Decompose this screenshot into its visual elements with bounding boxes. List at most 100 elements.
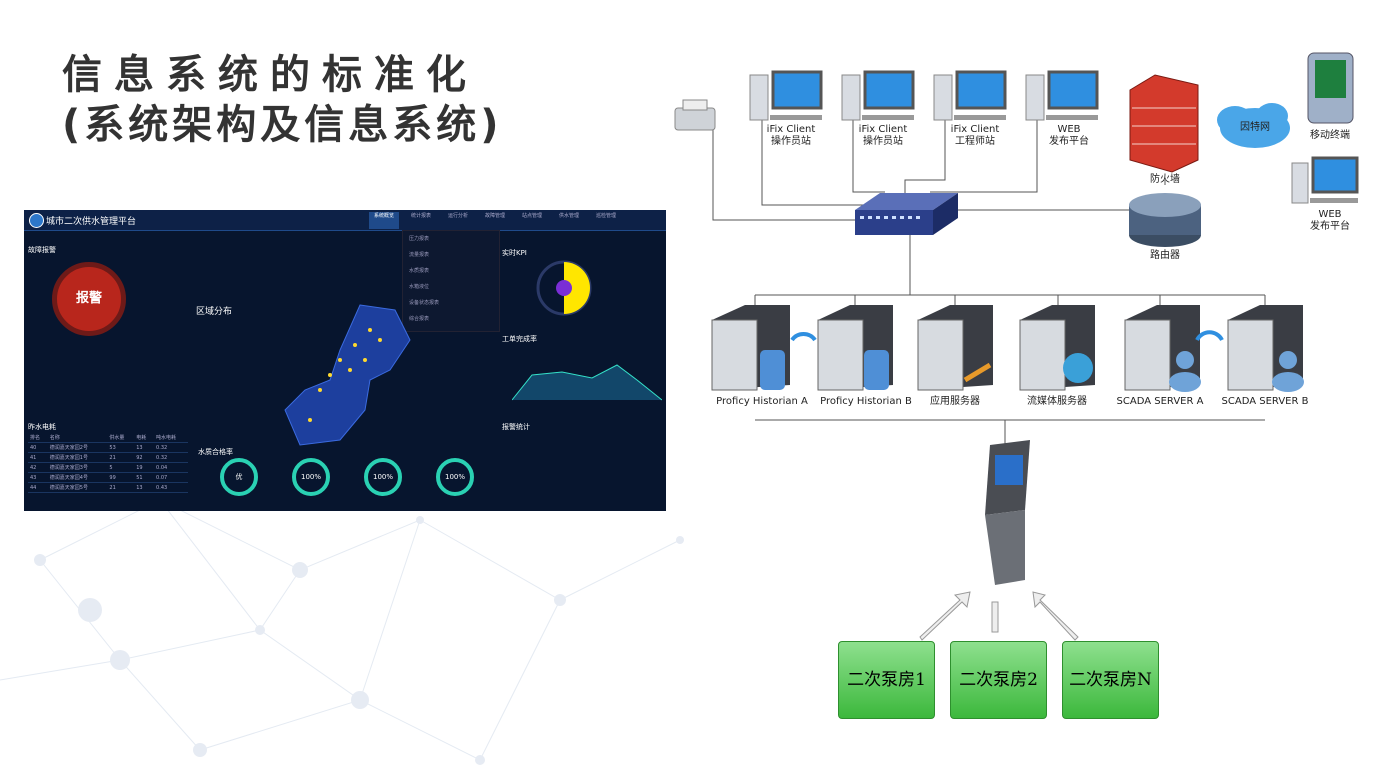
- workstation-icon: [1025, 70, 1099, 121]
- server-icon: [917, 305, 993, 391]
- table-cell: 5: [107, 462, 135, 473]
- nav-system-overview[interactable]: 系统概览: [369, 212, 399, 229]
- table-header-cell: 吨水电耗: [154, 433, 188, 443]
- dropdown-item[interactable]: 设备状态报表: [409, 300, 440, 306]
- dashboard-screenshot: 城市二次供水管理平台 系统概览 统计报表 运行分析 故障管理 站点管理 供水管理…: [24, 210, 666, 511]
- dashboard-app-title: 城市二次供水管理平台: [46, 217, 137, 227]
- nav-inspection[interactable]: 巡检管理: [595, 213, 616, 219]
- table-header-row: 排名 名称 供水量 电耗 吨水电耗: [28, 433, 188, 443]
- table-cell: 0.32: [154, 442, 188, 453]
- alarm-indicator[interactable]: 报警: [52, 262, 126, 336]
- server-icon: [1019, 305, 1095, 391]
- link-arrows: [919, 591, 1079, 641]
- nav-water-supply[interactable]: 供水管理: [558, 213, 579, 219]
- server-label: SCADA SERVER A: [1116, 396, 1204, 407]
- nav-statistics-report[interactable]: 统计报表: [410, 213, 431, 219]
- table-cell: 13: [134, 442, 155, 453]
- table-cell: 德润嘉天家园3号: [47, 462, 108, 473]
- network-switch-icon: [855, 193, 958, 235]
- kiosk-terminal-icon: [985, 440, 1030, 585]
- kpi-title: 实时KPI: [502, 249, 527, 257]
- table-header-cell: 排名: [28, 433, 48, 443]
- printer-icon: [674, 99, 716, 131]
- nav-site-management[interactable]: 站点管理: [521, 213, 542, 219]
- table-cell: 德润嘉天家园2号: [47, 442, 108, 453]
- client-label: iFix Client 操作员站: [838, 124, 928, 148]
- table-cell: 21: [107, 482, 135, 493]
- web-platform-label: WEB 发布平台: [1285, 209, 1375, 233]
- internet-label: 因特网: [1240, 122, 1270, 133]
- nav-operation-analysis[interactable]: 运行分析: [447, 213, 468, 219]
- dropdown-item[interactable]: 综合报表: [409, 316, 430, 322]
- platform-logo-icon: [29, 213, 44, 228]
- region-map: [284, 304, 411, 446]
- quality-ring: 优: [220, 458, 258, 496]
- server-icon: [1124, 305, 1201, 392]
- table-row[interactable]: 41 德润嘉天家园1号 21 92 0.32: [28, 452, 188, 463]
- firewall-icon: [1129, 74, 1199, 173]
- table-row[interactable]: 43 德润嘉天家园4号 99 51 0.07: [28, 472, 188, 483]
- table-cell: 99: [107, 472, 135, 483]
- server-icon: [1227, 305, 1304, 392]
- internet-cloud-icon: [1217, 103, 1290, 148]
- table-row[interactable]: 44 德润嘉天家园5号 21 13 0.43: [28, 482, 188, 493]
- energy-table: 排名 名称 供水量 电耗 吨水电耗 40 德润嘉天家园2号 53 13 0.32…: [28, 433, 188, 493]
- table-row[interactable]: 40 德润嘉天家园2号 53 13 0.32: [28, 442, 188, 453]
- web-label-line1: WEB: [1318, 209, 1342, 220]
- table-header-cell: 电耗: [134, 433, 155, 443]
- table-cell: 德润嘉天家园1号: [47, 452, 108, 463]
- table-cell: 40: [28, 442, 48, 453]
- server-label: Proficy Historian B: [820, 396, 912, 407]
- page-title: 信息系统的标准化 (系统架构及信息系统): [62, 50, 503, 150]
- table-cell: 44: [28, 482, 48, 493]
- table-cell: 41: [28, 452, 48, 463]
- table-header-cell: 名称: [47, 433, 108, 443]
- pump-room-box[interactable]: 二次泵房2: [950, 641, 1047, 719]
- client-label-line2: 操作员站: [863, 136, 903, 147]
- firewall-label: 防火墙: [1150, 174, 1180, 185]
- nav-fault-management[interactable]: 故障管理: [484, 213, 505, 219]
- client-label-line1: iFix Client: [950, 124, 1000, 135]
- client-label-line1: iFix Client: [858, 124, 908, 135]
- table-cell: 德润嘉天家园5号: [47, 482, 108, 493]
- table-cell: 0.07: [154, 472, 188, 483]
- client-label: WEB 发布平台: [1024, 124, 1114, 148]
- table-cell: 53: [107, 442, 135, 453]
- router-icon: [1129, 193, 1201, 247]
- server-label: 应用服务器: [930, 396, 980, 407]
- quality-ring: 100%: [292, 458, 330, 496]
- title-line-2: (系统架构及信息系统): [62, 102, 503, 148]
- alarm-statistics-title: 报警统计: [502, 423, 530, 431]
- mobile-label: 移动终端: [1310, 130, 1350, 141]
- server-label: SCADA SERVER B: [1221, 396, 1309, 407]
- region-distribution-title: 区域分布: [196, 307, 233, 317]
- sync-arrow-icon: [1195, 330, 1224, 342]
- dropdown-item[interactable]: 压力报表: [409, 236, 430, 242]
- workstation-icon: [749, 70, 823, 121]
- workstation-icon: [841, 70, 915, 121]
- client-label-line2: 工程师站: [955, 136, 995, 147]
- dropdown-item[interactable]: 水箱液位: [409, 284, 430, 290]
- table-cell: 德润嘉天家园4号: [47, 472, 108, 483]
- client-label: iFix Client 操作员站: [746, 124, 836, 148]
- table-row[interactable]: 42 德润嘉天家园3号 5 19 0.04: [28, 462, 188, 473]
- dropdown-item[interactable]: 水质报表: [409, 268, 430, 274]
- pump-room-box[interactable]: 二次泵房N: [1062, 641, 1159, 719]
- quality-ring: 100%: [436, 458, 474, 496]
- mobile-device-icon: [1307, 52, 1354, 124]
- workstation-icon: [933, 70, 1007, 121]
- table-cell: 51: [134, 472, 155, 483]
- server-label: Proficy Historian A: [716, 396, 808, 407]
- quality-ring: 100%: [364, 458, 402, 496]
- table-cell: 0.32: [154, 452, 188, 463]
- energy-table-title: 昨水电耗: [28, 423, 56, 431]
- table-cell: 42: [28, 462, 48, 473]
- water-quality-title: 水质合格率: [198, 448, 233, 456]
- title-line-1: 信息系统的标准化: [62, 52, 478, 98]
- pump-room-box[interactable]: 二次泵房1: [838, 641, 935, 719]
- client-label-line1: iFix Client: [766, 124, 816, 135]
- table-cell: 19: [134, 462, 155, 473]
- sync-arrow-icon: [790, 332, 817, 342]
- dropdown-item[interactable]: 流量报表: [409, 252, 430, 258]
